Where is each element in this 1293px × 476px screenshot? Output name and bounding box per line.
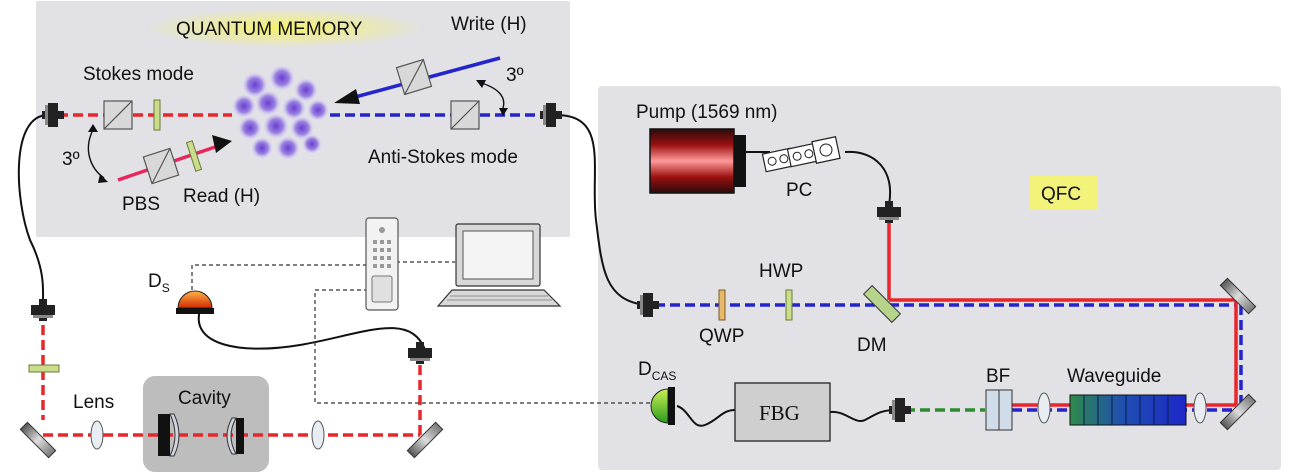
read-pbs-cube (142, 147, 180, 185)
label-pbs: PBS (122, 194, 160, 215)
label-hwp: HWP (759, 261, 803, 282)
cavity-mirror-left (158, 413, 180, 457)
write-pbs-cube (395, 58, 433, 96)
label-dm: DM (857, 335, 887, 356)
signal-cable-ds (191, 264, 368, 290)
angle-arrowhead-left-2 (98, 174, 108, 183)
waveguide-chip (1069, 394, 1187, 426)
left-waveplate (28, 364, 60, 373)
label-qfc: QFC (1041, 184, 1081, 205)
angle-arrowhead-top-2 (499, 108, 508, 116)
cavity-mirror-right (226, 417, 244, 455)
read-arrowhead (212, 135, 232, 153)
lens-right (311, 420, 325, 450)
label-dcas: DCAS (638, 359, 676, 383)
label-ds-sub: S (162, 281, 170, 295)
detector-dcas (650, 387, 675, 425)
mirror-bottom-right (1219, 393, 1257, 431)
mirror-top-right (1219, 277, 1257, 315)
label-bf: BF (986, 366, 1010, 387)
coupler-ds-fiber (408, 342, 432, 364)
signal-cable-dcas (314, 289, 656, 404)
counting-electronics (365, 217, 399, 311)
qfc-highlight (1030, 176, 1098, 210)
polarization-controller (761, 136, 841, 173)
angle-arrowhead-top-1 (476, 80, 486, 88)
label-stokes-mode: Stokes mode (83, 64, 194, 85)
fiber-dcas-fbg (676, 405, 736, 427)
fiber-antistokes (555, 114, 646, 306)
antistokes-pbs-cube (450, 100, 480, 130)
fiber-stokes (17, 114, 49, 301)
angle-arrowhead-left-1 (88, 124, 98, 132)
qfc-panel (598, 86, 1281, 470)
label-ds-main: D (148, 271, 162, 292)
qwp-plate (718, 289, 726, 321)
fiber-fbg-out (829, 409, 896, 423)
computer-icon (436, 223, 562, 307)
write-arrowhead (334, 89, 360, 104)
label-dcas-sub: CAS (652, 369, 677, 383)
label-angle-left: 3º (62, 149, 80, 170)
quantum-memory-highlight (145, 8, 425, 48)
lens-left (90, 420, 104, 450)
label-ds: DS (148, 271, 170, 295)
lens-waveguide-out (1037, 392, 1051, 424)
label-fbg: FBG (759, 401, 800, 425)
label-read: Read (H) (183, 186, 260, 207)
lens-waveguide-in (1193, 392, 1207, 424)
fbg-box (734, 382, 831, 442)
stokes-waveplate (153, 99, 161, 131)
label-cavity: Cavity (178, 388, 231, 409)
label-angle-top: 3º (506, 65, 524, 86)
bandpass-filter (985, 389, 1013, 431)
label-dcas-main: D (638, 359, 652, 380)
label-lens: Lens (73, 392, 114, 413)
detector-ds (176, 290, 214, 314)
stokes-pbs-cube (103, 100, 133, 130)
label-antistokes-mode: Anti-Stokes mode (368, 147, 518, 168)
coupler-left-vertical (31, 299, 55, 321)
hwp-plate (785, 289, 793, 321)
label-write: Write (H) (451, 14, 527, 35)
fiber-ds (197, 309, 426, 351)
label-pc: PC (786, 180, 812, 201)
label-quantum-memory: QUANTUM MEMORY (176, 19, 363, 40)
label-qwp: QWP (699, 326, 744, 347)
label-pump: Pump (1569 nm) (636, 102, 778, 123)
label-waveguide: Waveguide (1067, 366, 1161, 387)
read-waveplate (185, 140, 203, 172)
dichroic-mirror (862, 284, 902, 324)
mirror-bottom-middle (406, 421, 444, 459)
atom-cloud (232, 65, 329, 160)
fiber-pump (844, 150, 892, 206)
pump-laser (649, 128, 746, 194)
mirror-bottom-left (19, 421, 57, 459)
